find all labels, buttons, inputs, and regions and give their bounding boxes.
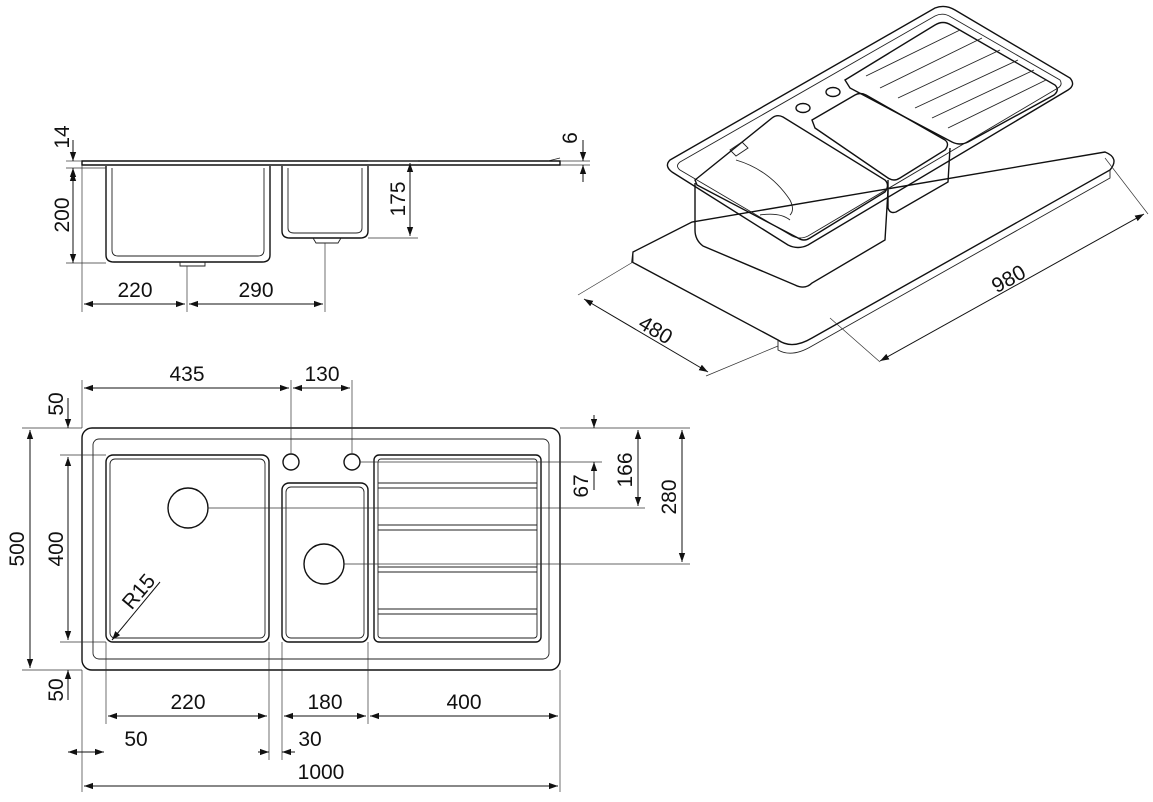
side-view-dimensions: 14 200 6 175 220 290 [51,125,590,312]
dim-drainer-drain-y-label: 280 [658,479,681,514]
dim-small-drain-y-label: 166 [614,452,637,487]
dim-tap-hole-y-label: 67 [570,474,593,497]
dim-drainer-thickness-label: 6 [559,132,582,144]
dim-width-label: 480 [634,312,676,350]
tap-hole-2-icon [343,453,361,471]
dim-length-label: 980 [988,261,1030,298]
main-drain-icon [167,487,209,529]
dim-overall-width-label: 500 [6,531,29,566]
dim-bottom-margin-label: 50 [45,678,68,701]
dim-drainer-length-label: 400 [446,691,481,714]
side-view [81,157,561,267]
small-drain-icon [303,543,345,585]
dim-small-bowl-length-label: 180 [307,691,342,714]
dim-bowl-width-label: 400 [45,531,68,566]
dim-rim-thickness-label: 14 [51,125,74,149]
tap-hole-1-icon [282,453,300,471]
top-view-dimensions: 435 130 500 400 50 50 67 166 280 R15 [6,363,690,792]
dim-tap-hole-offset-label: 435 [169,363,204,386]
dim-tap-hole-spacing-label: 130 [304,363,339,386]
dim-main-bowl-length-label: 220 [170,691,205,714]
dim-small-bowl-depth-label: 175 [387,181,410,216]
dim-left-margin-label: 50 [124,728,147,751]
dim-small-drain-offset-label: 290 [238,279,273,302]
isometric-view [631,5,1115,354]
dim-main-drain-offset-label: 220 [117,279,152,302]
top-view [81,427,561,671]
isometric-dimensions: 480 980 [577,157,1149,377]
dim-bowl-gap-label: 30 [298,728,321,751]
dim-corner-radius-label: R15 [118,570,160,614]
dim-overall-length-label: 1000 [298,761,345,784]
dim-top-margin-label: 50 [45,392,68,415]
dim-main-bowl-depth-label: 200 [51,197,74,232]
